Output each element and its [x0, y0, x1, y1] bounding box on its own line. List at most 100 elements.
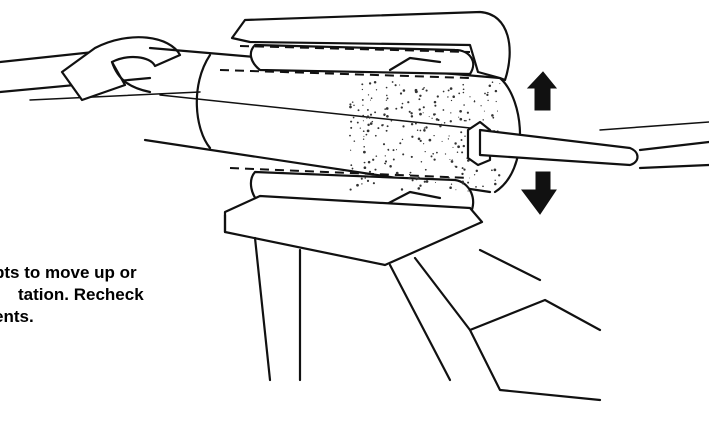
speck [483, 110, 485, 112]
speck [357, 109, 360, 112]
speck [395, 107, 398, 110]
speck [439, 125, 442, 128]
speck [385, 107, 389, 110]
speck [423, 127, 426, 129]
speck [367, 115, 369, 118]
speck [461, 167, 464, 170]
speck [449, 158, 451, 161]
speck [447, 138, 450, 140]
speck [482, 185, 484, 188]
speck [386, 97, 389, 100]
speck [461, 172, 464, 176]
speck [462, 144, 465, 148]
speck [361, 83, 364, 86]
speck [350, 120, 353, 123]
speck [361, 88, 364, 91]
speck [457, 145, 460, 149]
speck [430, 155, 433, 158]
speck [385, 99, 388, 101]
speck [428, 138, 432, 142]
speck [350, 126, 353, 129]
speck [463, 119, 466, 122]
speck [463, 168, 466, 171]
speck [350, 149, 352, 151]
speck [367, 94, 370, 96]
speck [418, 176, 420, 178]
speck [421, 88, 424, 90]
speck [433, 134, 435, 137]
speck [375, 89, 378, 91]
speck [364, 177, 366, 179]
speck [400, 106, 403, 109]
speck [407, 101, 410, 104]
speck [382, 143, 386, 146]
speck [392, 149, 395, 152]
speck [411, 135, 414, 138]
speck [384, 155, 386, 157]
speck [459, 109, 462, 113]
speck [362, 120, 364, 122]
speck [473, 100, 476, 103]
speck [362, 138, 365, 140]
speck [425, 89, 428, 92]
speck [433, 100, 437, 104]
speck [419, 139, 422, 143]
speck [368, 116, 371, 119]
speck [395, 171, 399, 175]
speck [458, 92, 461, 95]
speck [456, 151, 459, 154]
speck [494, 182, 497, 186]
speck [434, 104, 437, 107]
speck [436, 95, 439, 98]
speck [475, 169, 479, 173]
speck [449, 87, 453, 90]
speck [366, 129, 370, 133]
speck [475, 186, 477, 188]
caption-line-2: tation. Recheck [18, 285, 144, 304]
speck [371, 120, 374, 123]
speck [499, 83, 501, 85]
speck [385, 86, 388, 89]
speck [349, 188, 352, 191]
speck [491, 81, 494, 83]
speck [367, 160, 371, 164]
speck [401, 138, 404, 141]
speck [448, 176, 450, 179]
speck [473, 174, 476, 176]
speck [424, 150, 426, 153]
speck [362, 104, 364, 106]
speck [351, 101, 354, 103]
speck [496, 110, 499, 112]
speck [460, 131, 463, 134]
speck [462, 91, 465, 94]
upper-pad [219, 10, 511, 82]
speck [391, 81, 394, 83]
speck [455, 189, 457, 191]
speck [383, 114, 386, 117]
down-arrow-icon [521, 171, 557, 215]
speck [486, 93, 489, 97]
speck [484, 92, 486, 95]
speck [372, 158, 375, 161]
shaft-right [599, 121, 709, 131]
speck [442, 109, 445, 111]
speck [401, 102, 404, 105]
speck [443, 122, 446, 124]
speck [461, 180, 464, 183]
speck [447, 96, 449, 98]
speck [356, 183, 359, 187]
speck [425, 126, 428, 129]
speck [409, 171, 412, 174]
speck [410, 115, 414, 118]
speck [408, 177, 411, 180]
speck [463, 104, 465, 106]
speck [460, 139, 463, 141]
speck [361, 98, 364, 101]
speck [462, 88, 465, 91]
speck [434, 113, 437, 115]
speck [350, 164, 353, 167]
speck [356, 121, 359, 124]
instruction-caption: pts to move up or tation. Recheck ents. [0, 262, 260, 328]
speck [399, 92, 403, 95]
